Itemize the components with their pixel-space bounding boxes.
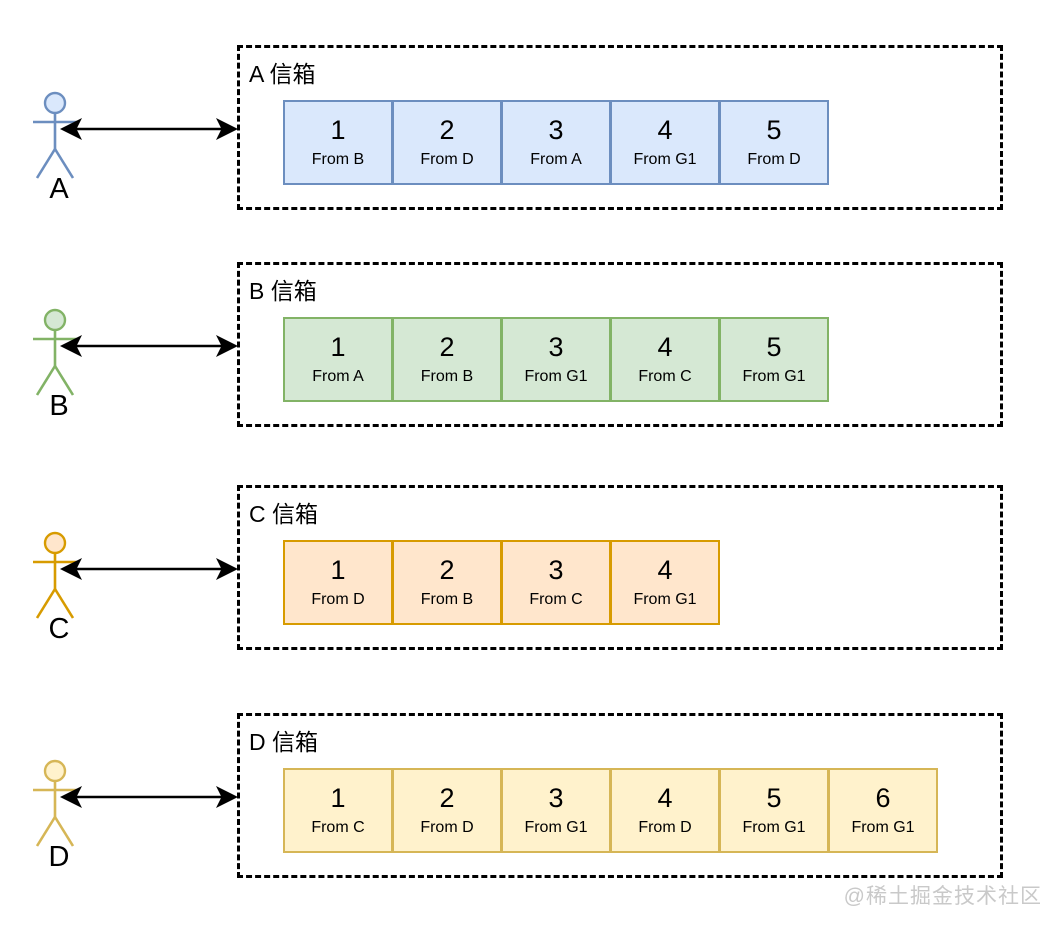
message-number: 1 (330, 331, 346, 362)
message-number: 3 (548, 554, 564, 585)
message-queue: 1 From B 2 From D 3 From A 4 From G1 5 F… (283, 100, 829, 185)
message-sender: From A (530, 150, 582, 168)
person-icon (33, 759, 77, 847)
message-number: 1 (330, 554, 346, 585)
message-sender: From G1 (742, 367, 806, 385)
message-sender: From C (311, 818, 365, 836)
message-box: 2 From D (392, 768, 502, 853)
message-box: 4 From D (610, 768, 720, 853)
message-number: 4 (657, 554, 673, 585)
mailbox-row: D D 信箱 1 From C 2 From D 3 From G1 4 Fro… (0, 713, 1058, 918)
message-number: 4 (657, 782, 673, 813)
message-box: 1 From C (283, 768, 393, 853)
message-sender: From D (638, 818, 692, 836)
message-sender: From G1 (524, 367, 588, 385)
message-sender: From D (311, 590, 365, 608)
message-sender: From G1 (524, 818, 588, 836)
message-box: 3 From G1 (501, 768, 611, 853)
message-box: 2 From B (392, 540, 502, 625)
message-box: 4 From G1 (610, 100, 720, 185)
message-sender: From D (420, 150, 474, 168)
message-sender: From D (747, 150, 801, 168)
message-sender: From B (420, 590, 474, 608)
message-box: 2 From B (392, 317, 502, 402)
message-box: 3 From A (501, 100, 611, 185)
message-sender: From D (420, 818, 474, 836)
person-icon (33, 531, 77, 619)
actor-label: B (49, 390, 69, 422)
message-box: 3 From C (501, 540, 611, 625)
message-number: 2 (439, 782, 455, 813)
message-number: 6 (875, 782, 891, 813)
actor-label: C (48, 613, 70, 645)
message-sender: From A (312, 367, 364, 385)
bidirectional-arrow-icon (60, 558, 238, 580)
actor-label: A (49, 173, 69, 205)
message-box: 5 From G1 (719, 317, 829, 402)
mailbox-title: B 信箱 (249, 278, 317, 304)
message-box: 6 From G1 (828, 768, 938, 853)
mailbox-container: D 信箱 1 From C 2 From D 3 From G1 4 From … (237, 713, 1003, 878)
mailbox-title: C 信箱 (249, 501, 318, 527)
message-queue: 1 From C 2 From D 3 From G1 4 From D 5 F… (283, 768, 938, 853)
message-number: 2 (439, 331, 455, 362)
mailbox-row: A A 信箱 1 From B 2 From D 3 From A 4 From… (0, 45, 1058, 250)
mailbox-container: B 信箱 1 From A 2 From B 3 From G1 4 From … (237, 262, 1003, 427)
message-number: 4 (657, 331, 673, 362)
message-box: 1 From A (283, 317, 393, 402)
bidirectional-arrow-icon (60, 118, 238, 140)
message-queue: 1 From A 2 From B 3 From G1 4 From C 5 F… (283, 317, 829, 402)
mailbox-container: A 信箱 1 From B 2 From D 3 From A 4 From G… (237, 45, 1003, 210)
message-box: 4 From C (610, 317, 720, 402)
bidirectional-arrow-icon (60, 335, 238, 357)
mailbox-row: C C 信箱 1 From D 2 From B 3 From C 4 From… (0, 485, 1058, 690)
message-sender: From B (311, 150, 365, 168)
mailbox-title: A 信箱 (249, 61, 316, 87)
message-box: 3 From G1 (501, 317, 611, 402)
message-sender: From G1 (633, 150, 697, 168)
message-number: 5 (766, 782, 782, 813)
message-number: 2 (439, 554, 455, 585)
message-number: 4 (657, 114, 673, 145)
message-number: 5 (766, 114, 782, 145)
message-number: 5 (766, 331, 782, 362)
message-number: 3 (548, 782, 564, 813)
message-queue: 1 From D 2 From B 3 From C 4 From G1 (283, 540, 720, 625)
message-box: 5 From G1 (719, 768, 829, 853)
message-sender: From G1 (742, 818, 806, 836)
message-box: 1 From B (283, 100, 393, 185)
message-box: 4 From G1 (610, 540, 720, 625)
message-number: 2 (439, 114, 455, 145)
watermark: @稀土掘金技术社区 (843, 885, 1042, 908)
message-sender: From G1 (633, 590, 697, 608)
person-icon (33, 308, 77, 396)
message-box: 1 From D (283, 540, 393, 625)
message-sender: From G1 (851, 818, 915, 836)
message-number: 1 (330, 114, 346, 145)
message-box: 5 From D (719, 100, 829, 185)
message-sender: From C (638, 367, 692, 385)
message-box: 2 From D (392, 100, 502, 185)
actor-label: D (48, 841, 70, 873)
message-number: 1 (330, 782, 346, 813)
mailbox-title: D 信箱 (249, 729, 318, 755)
message-number: 3 (548, 331, 564, 362)
mailbox-container: C 信箱 1 From D 2 From B 3 From C 4 From G… (237, 485, 1003, 650)
message-number: 3 (548, 114, 564, 145)
person-icon (33, 91, 77, 179)
message-sender: From C (529, 590, 583, 608)
message-sender: From B (420, 367, 474, 385)
mailbox-row: B B 信箱 1 From A 2 From B 3 From G1 4 Fro… (0, 262, 1058, 467)
bidirectional-arrow-icon (60, 786, 238, 808)
